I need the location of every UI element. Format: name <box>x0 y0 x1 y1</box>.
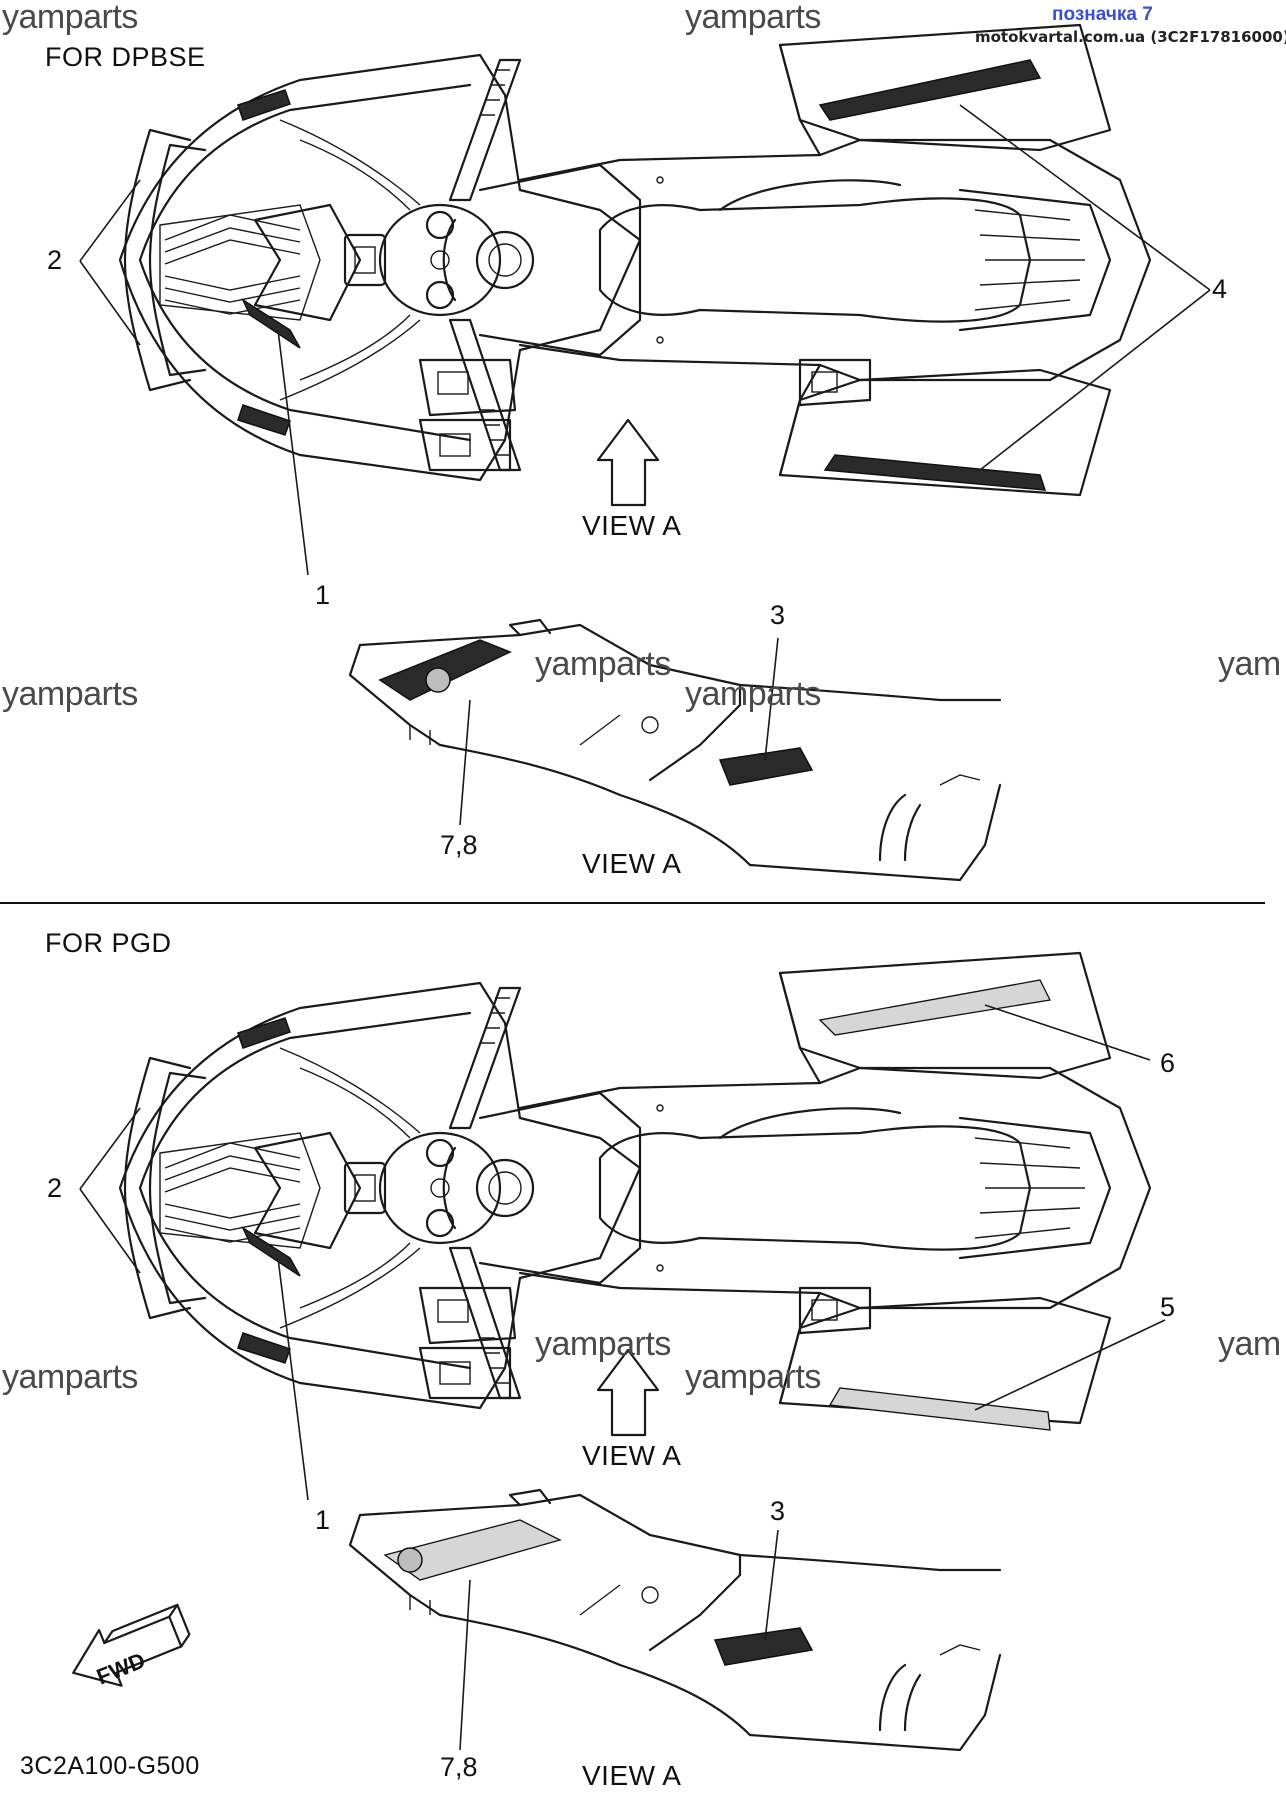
diagram-code: 3C2A100-G500 <box>20 1752 200 1780</box>
watermark: yamparts <box>535 1325 671 1363</box>
section-title-dpbse: FOR DPBSE <box>45 42 206 72</box>
header-site: motokvartal.com.ua (3C2F17816000) <box>975 28 1286 46</box>
view-arrow-bottom <box>596 1348 660 1437</box>
view-arrow-top <box>596 418 660 507</box>
watermark: yamparts <box>2 0 138 36</box>
callout-1-top: 1 <box>315 580 331 610</box>
callout-4: 4 <box>1212 274 1228 304</box>
watermark: yamparts <box>685 0 821 36</box>
watermark: yamparts <box>535 645 671 683</box>
callout-2-top: 2 <box>47 245 63 275</box>
callout-6: 6 <box>1160 1048 1176 1078</box>
callout-1-bottom: 1 <box>315 1505 331 1535</box>
view-a-label: VIEW A <box>582 848 682 879</box>
callout-5: 5 <box>1160 1292 1176 1322</box>
header-label: позначка 7 <box>1052 4 1153 25</box>
watermark: yamparts <box>2 675 138 713</box>
watermark: yamparts <box>685 1358 821 1396</box>
watermark-edge: yam <box>1218 1325 1281 1363</box>
watermark-edge: yam <box>1218 645 1281 683</box>
section-title-pgd: FOR PGD <box>45 928 172 958</box>
callout-3-top: 3 <box>770 600 786 630</box>
callout-2-bottom: 2 <box>47 1173 63 1203</box>
watermark: yamparts <box>685 675 821 713</box>
view-a-label: VIEW A <box>582 1760 682 1791</box>
view-a-label: VIEW A <box>582 1440 682 1471</box>
fwd-arrow-icon <box>72 1603 191 1687</box>
callout-3-bottom: 3 <box>770 1496 786 1526</box>
watermark: yamparts <box>2 1358 138 1396</box>
callout-78-top: 7,8 <box>440 830 478 860</box>
callout-78-bottom: 7,8 <box>440 1752 478 1782</box>
view-a-label: VIEW A <box>582 510 682 541</box>
